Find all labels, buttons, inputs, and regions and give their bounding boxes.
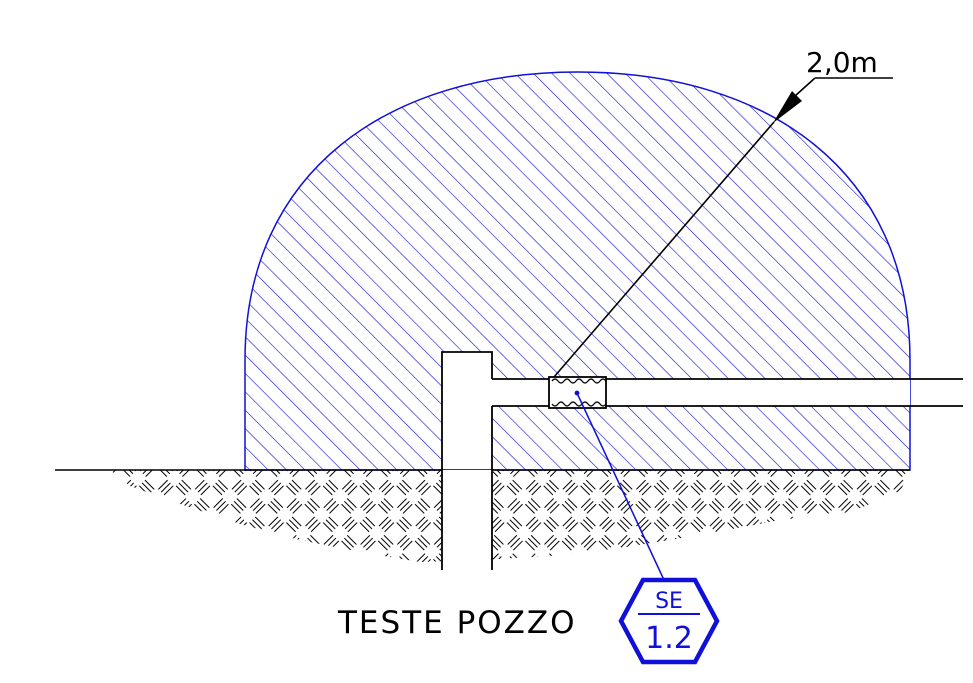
radius-dimension: 2,0m bbox=[553, 46, 893, 378]
zone-hatch-fill bbox=[244, 71, 911, 471]
leader-diagonal bbox=[794, 77, 816, 97]
dimension-label: 2,0m bbox=[806, 46, 878, 79]
tag-bottom-label: 1.2 bbox=[645, 621, 693, 656]
dimension-arrow-icon bbox=[773, 91, 802, 123]
classified-zone bbox=[244, 71, 911, 472]
tag-top-label: SE bbox=[655, 589, 683, 614]
hexagon-tag-icon bbox=[618, 577, 720, 665]
caption-label: TESTE POZZO bbox=[337, 605, 577, 641]
wellhead-cutout bbox=[442, 352, 492, 472]
tag-leader bbox=[574, 390, 665, 581]
soil-hatch bbox=[110, 470, 910, 562]
wellhead bbox=[441, 351, 493, 570]
pipe bbox=[492, 378, 963, 407]
source-tag: SE 1.2 bbox=[618, 577, 720, 665]
wellhead-outline bbox=[441, 351, 493, 570]
radius-line bbox=[553, 121, 775, 378]
